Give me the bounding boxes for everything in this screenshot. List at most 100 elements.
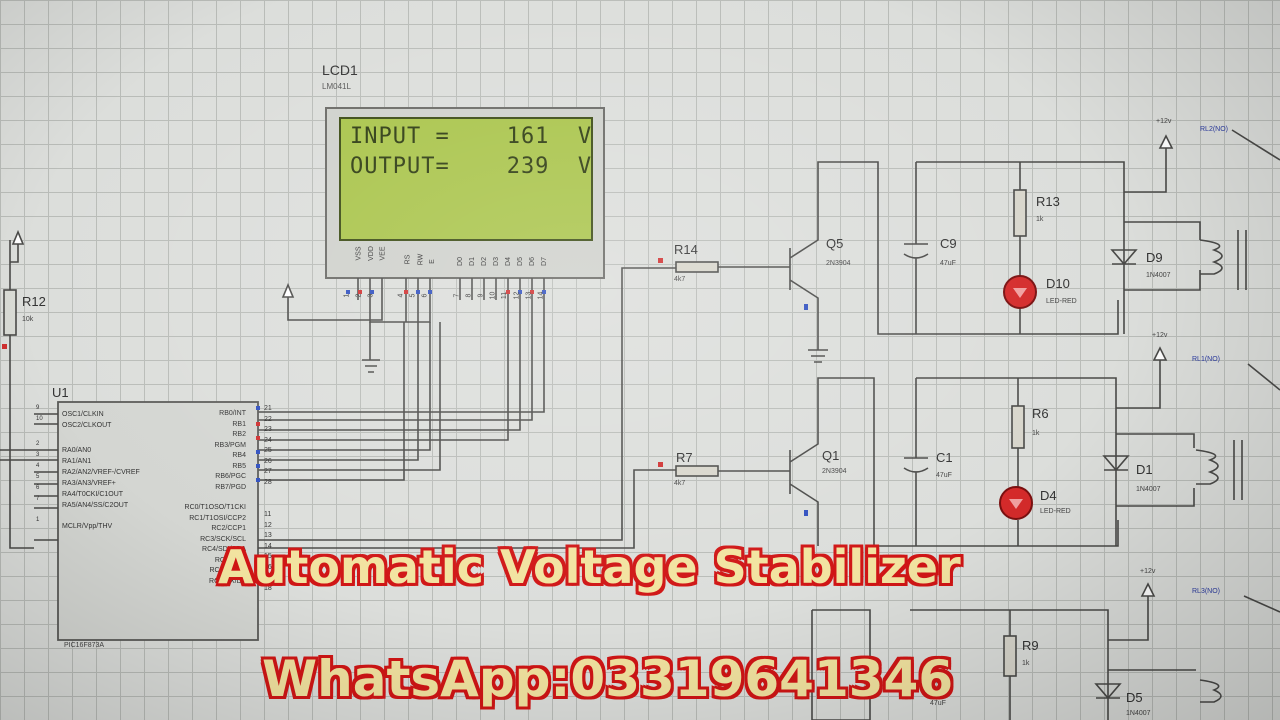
mcu-pin-mclr: MCLR/Vpp/THV — [62, 523, 113, 530]
lcd-pin-label-e: E — [428, 259, 436, 264]
lcd-pin-label-vss: VSS — [355, 246, 363, 261]
lcd-pin-number-5: 5 — [409, 293, 417, 298]
overlay-title: Automatic Voltage Stabilizer — [218, 540, 961, 594]
r6-value: 1k — [1032, 430, 1040, 437]
mcu-pin-number-26: 26 — [264, 457, 272, 465]
lcd-pin-number-1: 1 — [343, 293, 351, 298]
mcu-pin-number-14: 14 — [264, 542, 272, 550]
lcd-line-1: INPUT = 161 V — [350, 124, 593, 149]
mcu-pin-number-6: 6 — [36, 485, 40, 491]
d9-part: 1N4007 — [1146, 272, 1171, 279]
lcd-pin-number-10: 10 — [489, 291, 497, 300]
mcu-pin-number-11: 11 — [264, 511, 272, 518]
mcu-pin-ra2: RA2/AN2/VREF-/CVREF — [62, 469, 140, 476]
lcd-line-2: OUTPUT= 239 V — [350, 154, 593, 179]
r12-ref: R12 — [22, 294, 46, 309]
vcc-label-top: +12v — [1156, 118, 1172, 125]
mcu-pin-number-5: 5 — [36, 474, 40, 480]
d5-ref: D5 — [1126, 690, 1143, 705]
mcu-pin-rb3: RB3/PGM — [214, 441, 246, 449]
mcu-pin-ra3: RA3/AN3/VREF+ — [62, 480, 116, 487]
lcd-pin-number-11: 11 — [501, 291, 509, 300]
lcd-pin-number-3: 3 — [367, 293, 375, 298]
mcu-pin-rb0: RB0/INT — [219, 410, 246, 417]
r12-value: 10k — [22, 316, 34, 323]
r13-value: 1k — [1036, 216, 1044, 223]
mcu-pin-rc5: RC5/SDO — [214, 556, 246, 564]
lcd-pin-label-vee: VEE — [379, 246, 387, 261]
lcd-pin-label-rw: RW — [417, 253, 425, 266]
mcu-left-pins: OSC1/CLKIN OSC2/CLKOUT RA0/AN0 RA1/AN1 R… — [62, 409, 140, 532]
r6-ref: R6 — [1032, 406, 1049, 421]
mcu-pin-number-18: 18 — [264, 584, 272, 592]
r7-value: 4k7 — [674, 480, 686, 487]
mcu-pin-rb5: RB5 — [232, 462, 246, 470]
d1-part: 1N4007 — [1136, 486, 1161, 493]
d5-part: 1N4007 — [1126, 710, 1151, 717]
lcd-pin-label-vdd: VDD — [367, 246, 375, 261]
lcd-pin-number-13: 13 — [525, 291, 533, 300]
lcd-part-label: LM041L — [322, 82, 351, 91]
mcu-pin-number-2: 2 — [36, 441, 40, 447]
c2-value: 47uF — [930, 700, 946, 707]
c9-value: 47uF — [940, 260, 956, 267]
vcc-label-bottom: +12v — [1140, 568, 1156, 575]
mcu-right-pin-numbers: 21 22 23 24 25 26 27 28 11 12 13 14 15 1… — [264, 404, 272, 594]
lcd-pin-label-d5: D5 — [516, 257, 524, 266]
d10-ref: D10 — [1046, 276, 1070, 291]
lcd-pin-label-d7: D7 — [540, 257, 548, 266]
mcu-pin-rb2: RB2 — [232, 431, 246, 438]
mcu-pin-number-27: 27 — [264, 468, 272, 475]
mcu-pin-number-7: 7 — [36, 496, 40, 502]
lcd-pin-number-8: 8 — [465, 293, 473, 298]
mcu-pin-rb7: RB7/PGD — [215, 483, 246, 491]
d9-ref: D9 — [1146, 250, 1163, 265]
lcd-pin-label-d1: D1 — [468, 257, 476, 266]
rl1-ref: RL1(NO) — [1192, 356, 1221, 363]
lcd-pin-label-d3: D3 — [492, 257, 500, 266]
q5-ref: Q5 — [826, 236, 844, 251]
lcd-pin-number-9: 9 — [477, 293, 485, 298]
lcd-pin-number-2: 2 — [355, 293, 363, 298]
q1-ref: Q1 — [822, 448, 840, 463]
mcu-pin-number-12: 12 — [264, 521, 272, 529]
mcu-pin-rc2: RC2/CCP1 — [211, 525, 246, 532]
mcu-pin-rb1: RB1 — [232, 420, 246, 428]
d4-part: LED-RED — [1040, 508, 1071, 515]
c2-ref: C2 — [930, 678, 947, 693]
mcu-pin-number-24: 24 — [264, 436, 272, 444]
mcu-pin-number-25: 25 — [264, 447, 272, 454]
r13-ref: R13 — [1036, 194, 1060, 209]
mcu-pin-number-3: 3 — [36, 452, 40, 458]
mcu-pin-rb4: RB4 — [232, 452, 246, 459]
r14-value: 4k7 — [674, 276, 686, 283]
c9-ref: C9 — [940, 236, 957, 251]
r9-value: 1k — [1022, 660, 1030, 667]
lcd-screen — [339, 117, 593, 241]
mcu-pin-rc7: RC7/RX/DT — [209, 577, 246, 585]
mcu-pin-ra4: RA4/T0CKI/C1OUT — [62, 491, 124, 498]
lcd-pin-number-12: 12 — [513, 291, 521, 300]
mcu-pin-number-1: 1 — [36, 517, 40, 523]
mcu-body[interactable] — [57, 401, 259, 641]
lcd-pin-label-d6: D6 — [528, 257, 536, 266]
lcd-pin-label-d4: D4 — [504, 257, 512, 266]
mcu-pin-rc1: RC1/T1OSI/CCP2 — [189, 514, 246, 522]
mcu-left-pin-numbers: 9 10 2 3 4 5 6 7 1 — [36, 403, 43, 526]
d1-ref: D1 — [1136, 462, 1153, 477]
mcu-pin-rc0: RC0/T1OSO/T1CKI — [184, 504, 246, 511]
lcd-pin-label-rs: RS — [404, 254, 412, 265]
d10-part: LED-RED — [1046, 298, 1077, 305]
mcu-pin-number-10: 10 — [36, 416, 43, 422]
mcu-pin-ra5: RA5/AN4/SS/C2OUT — [62, 502, 129, 509]
c1-ref: C1 — [936, 450, 953, 465]
pin-markers — [2, 258, 808, 516]
mcu-pin-number-21: 21 — [264, 405, 272, 412]
mcu-pin-ra1: RA1/AN1 — [62, 458, 92, 465]
q1-part: 2N3904 — [822, 468, 847, 475]
rl3-ref: RL3(NO) — [1192, 588, 1221, 595]
mcu-pin-number-22: 22 — [264, 415, 272, 423]
mcu-pin-number-9: 9 — [36, 405, 40, 411]
lcd-pin-label-d2: D2 — [480, 257, 488, 266]
